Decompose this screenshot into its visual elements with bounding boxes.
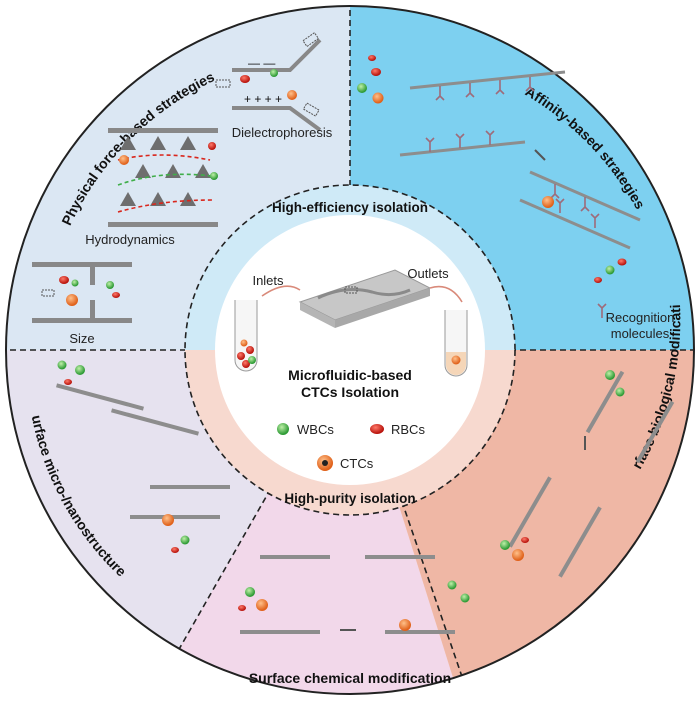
- dielectrophoresis-illustration: + + + + — —: [215, 32, 322, 132]
- hydrodynamics-label: Hydrodynamics: [85, 232, 175, 247]
- inlet-tube: [234, 300, 258, 372]
- center-title-line1: Microfluidic-based: [288, 367, 412, 383]
- chemical-title: Surface chemical modification: [249, 670, 451, 686]
- chemical-illustration: [240, 555, 455, 634]
- inlets-label: Inlets: [252, 273, 284, 288]
- affinity-illustration: [399, 70, 641, 250]
- legend-rbc: RBCs: [391, 422, 425, 437]
- inner-top-title: High-efficiency isolation: [272, 200, 428, 215]
- outlet-tube: [444, 310, 468, 377]
- dielectrophoresis-label: Dielectrophoresis: [232, 125, 333, 140]
- rbc-icon: [370, 424, 384, 434]
- wbc-icon: [277, 423, 289, 435]
- center-title-line2: CTCs Isolation: [301, 384, 399, 400]
- divider: [149, 349, 351, 694]
- micro-illustration: [56, 383, 230, 519]
- svg-text:— —: — —: [248, 56, 275, 70]
- recognition-label-2: molecules: [611, 326, 670, 341]
- hydrodynamics-illustration: [108, 128, 218, 227]
- legend-wbc: WBCs: [297, 422, 334, 437]
- legend: WBCs RBCs CTCs: [277, 422, 425, 471]
- antibodies: [425, 77, 607, 318]
- recognition-label-1: Recognition: [606, 310, 675, 325]
- inner-bottom-title: High-purity isolation: [284, 491, 415, 506]
- size-label: Size: [69, 331, 94, 346]
- legend-ctc: CTCs: [340, 456, 374, 471]
- biological-illustration: [508, 370, 675, 578]
- inner-ring-border: [184, 184, 516, 516]
- outlets-label: Outlets: [407, 266, 449, 281]
- svg-text:+ + + +: + + + +: [244, 92, 282, 106]
- outer-border: [5, 5, 695, 695]
- size-illustration: [32, 262, 132, 323]
